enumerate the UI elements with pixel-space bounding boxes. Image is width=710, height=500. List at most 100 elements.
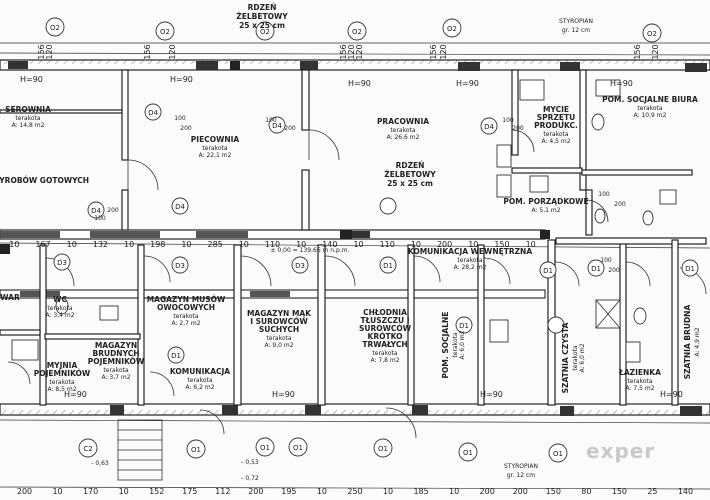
room-magazyn-musow-title-0: MAGAZYN MUSÓW: [147, 295, 226, 304]
room-chlodnia-title-2: SUROWCÓW: [359, 324, 412, 333]
door-note-5: 200: [284, 125, 296, 132]
room-magazyn-brudnych-title-2: POJEMNIKÓW: [88, 357, 145, 366]
room-pracownia-title-0: PRACOWNIA: [377, 117, 429, 126]
dim-mid-1: 167: [35, 240, 50, 249]
dim-bottom-5: 175: [182, 487, 197, 496]
bubble-o2-1: [45, 17, 65, 37]
sanitary-fixtures: [11, 79, 677, 363]
room-pom-socjalne-biura-sub-1: A: 10,9 m2: [634, 112, 667, 119]
bubble-label-18: D1: [171, 352, 181, 360]
rdzen-mid-2: 25 x 25 cm: [387, 179, 433, 188]
window-height-0: H=90: [20, 75, 43, 84]
dim-bottom-1: 10: [52, 487, 62, 496]
room-pom-socjalne-biura-title-0: POM. SOCJALNE BIURA: [602, 95, 698, 104]
bubble-label-10: D4: [91, 207, 101, 215]
dim-bottom-16: 150: [546, 487, 561, 496]
room-myjnia-sub-0: terakota: [49, 379, 74, 386]
window-height-6: H=90: [272, 390, 295, 399]
dim-bottom-9: 10: [317, 487, 327, 496]
room-myjnia-title-0: MYJNIA: [47, 361, 78, 370]
room-wc-sub-1: A: 3,4 m2: [45, 312, 74, 319]
door-note-4: 100: [265, 117, 277, 124]
rdzen-mid-0: RDZEŃ: [396, 161, 425, 170]
room-magazyn-brudnych-sub-0: terakota: [103, 367, 128, 374]
room-szatnia-brudna-title-0: SZATNIA BRUDNA: [683, 305, 692, 380]
door-note-1: 200: [107, 207, 119, 214]
dim-top-0: 156: [37, 44, 46, 59]
bubble-label-5: O2: [647, 30, 657, 38]
room-chlodnia-sub-0: terakota: [372, 350, 397, 357]
dim-bottom-0: 200: [17, 487, 32, 496]
door-swings: [7, 129, 707, 439]
rdzen-mid-1: ŻELBETOWY: [384, 170, 436, 179]
dim-top-4: 120: [347, 44, 356, 59]
door-note-10: 100: [600, 257, 612, 264]
door-note-3: 200: [180, 125, 192, 132]
room-pom-socjalne-biura-sub-0: terakota: [637, 105, 662, 112]
room-pom-porzadkowe-sub-0: A: 5,1 m2: [531, 207, 560, 214]
level-b: - 0,53: [241, 459, 259, 466]
dim-top-10: 120: [355, 44, 364, 59]
room-chlodnia-title-0: CHŁODNIA: [363, 308, 407, 317]
dim-bottom-18: 150: [612, 487, 627, 496]
dim-mid-14: 10: [411, 240, 421, 249]
styropian-top-0: STYROPIAN: [559, 18, 593, 25]
styropian-top-1: gr. 12 cm: [562, 27, 590, 34]
room-komunikacja-2-sub-0: terakota: [187, 377, 212, 384]
dim-bottom-2: 170: [83, 487, 98, 496]
room-mycie-title-0: MYCIE: [543, 105, 569, 114]
room-szatnia-czysta-sub-0: terakota: [572, 345, 579, 370]
styropian-bottom-1: gr. 12 cm: [507, 472, 535, 479]
dim-top-5: 156: [429, 44, 438, 59]
room-pom-socjalne-title-0: POM. SOCJALNE: [441, 312, 450, 379]
dim-bottom-15: 200: [513, 487, 528, 496]
room-komunikacja-sub-0: terakota: [457, 257, 482, 264]
room-mycie-title-2: PRODUKC.: [534, 121, 578, 130]
rdzen-top-0: RDZEŃ: [248, 3, 277, 12]
bubble-label-26: C2: [83, 445, 92, 453]
dim-mid-12: 10: [353, 240, 363, 249]
door-note-2: 100: [174, 115, 186, 122]
room-magazyn-musow-title-1: OWOCOWYCH: [157, 303, 215, 312]
bubble-label-22: O1: [293, 444, 303, 452]
room-lazienka-sub-0: terakota: [627, 378, 652, 385]
room-piecownia-sub-0: terakota: [202, 145, 227, 152]
room-magazyn-brudnych-title-0: MAGAZYN: [95, 341, 137, 350]
bubble-label-9: D4: [175, 203, 185, 211]
bubble-o2-4: [347, 21, 367, 41]
window-height-4: H=90: [610, 79, 633, 88]
corridor-wall-bottom: [0, 289, 546, 299]
bubble-label-17: D1: [685, 265, 695, 273]
room-serownia-sub-1: A: 14,8 m2: [12, 122, 45, 129]
dim-bottom-19: 25: [647, 487, 657, 496]
room-komunikacja-title-0: KOMUNIKACJA WEWNĘTRZNA: [408, 247, 532, 256]
room-magazyn-musow-sub-0: terakota: [173, 313, 198, 320]
exterior-wall-top: [0, 59, 710, 72]
dim-bottom-8: 195: [281, 487, 296, 496]
room-chlodnia-title-1: TŁUSZCZU I: [360, 316, 409, 325]
window-height-3: H=90: [456, 79, 479, 88]
room-pracownia-sub-1: A: 26,6 m2: [387, 134, 420, 141]
room-komunikacja-2-sub-1: A: 6,2 m2: [185, 384, 214, 391]
room-piecownia-title-0: PIECOWNIA: [191, 135, 240, 144]
door-note-8: 100: [598, 191, 610, 198]
dim-top-3: 156: [339, 44, 348, 59]
room-lazienka-sub-1: A: 7,5 m2: [625, 385, 654, 392]
room-mycie-sub-1: A: 4,5 m2: [541, 138, 570, 145]
dim-mid-3: 132: [93, 240, 108, 249]
room-magazyn-mak-title-2: SUCHYCH: [259, 325, 299, 334]
dim-mid-18: 10: [526, 240, 536, 249]
window-height-5: H=90: [64, 390, 87, 399]
room-pracownia-sub-0: terakota: [390, 127, 415, 134]
dim-bottom-4: 152: [149, 487, 164, 496]
bubble-label-4: O2: [447, 25, 457, 33]
exterior-stairs: [117, 419, 163, 481]
dim-mid-11: 140: [322, 240, 337, 249]
styropian-bottom-0: STYROPIAN: [504, 463, 538, 470]
bubble-o2-5: [442, 18, 462, 38]
dim-mid-10: 10: [296, 240, 306, 249]
exterior-wall-bottom: [0, 403, 710, 416]
bubble-label-11: D3: [57, 259, 67, 267]
